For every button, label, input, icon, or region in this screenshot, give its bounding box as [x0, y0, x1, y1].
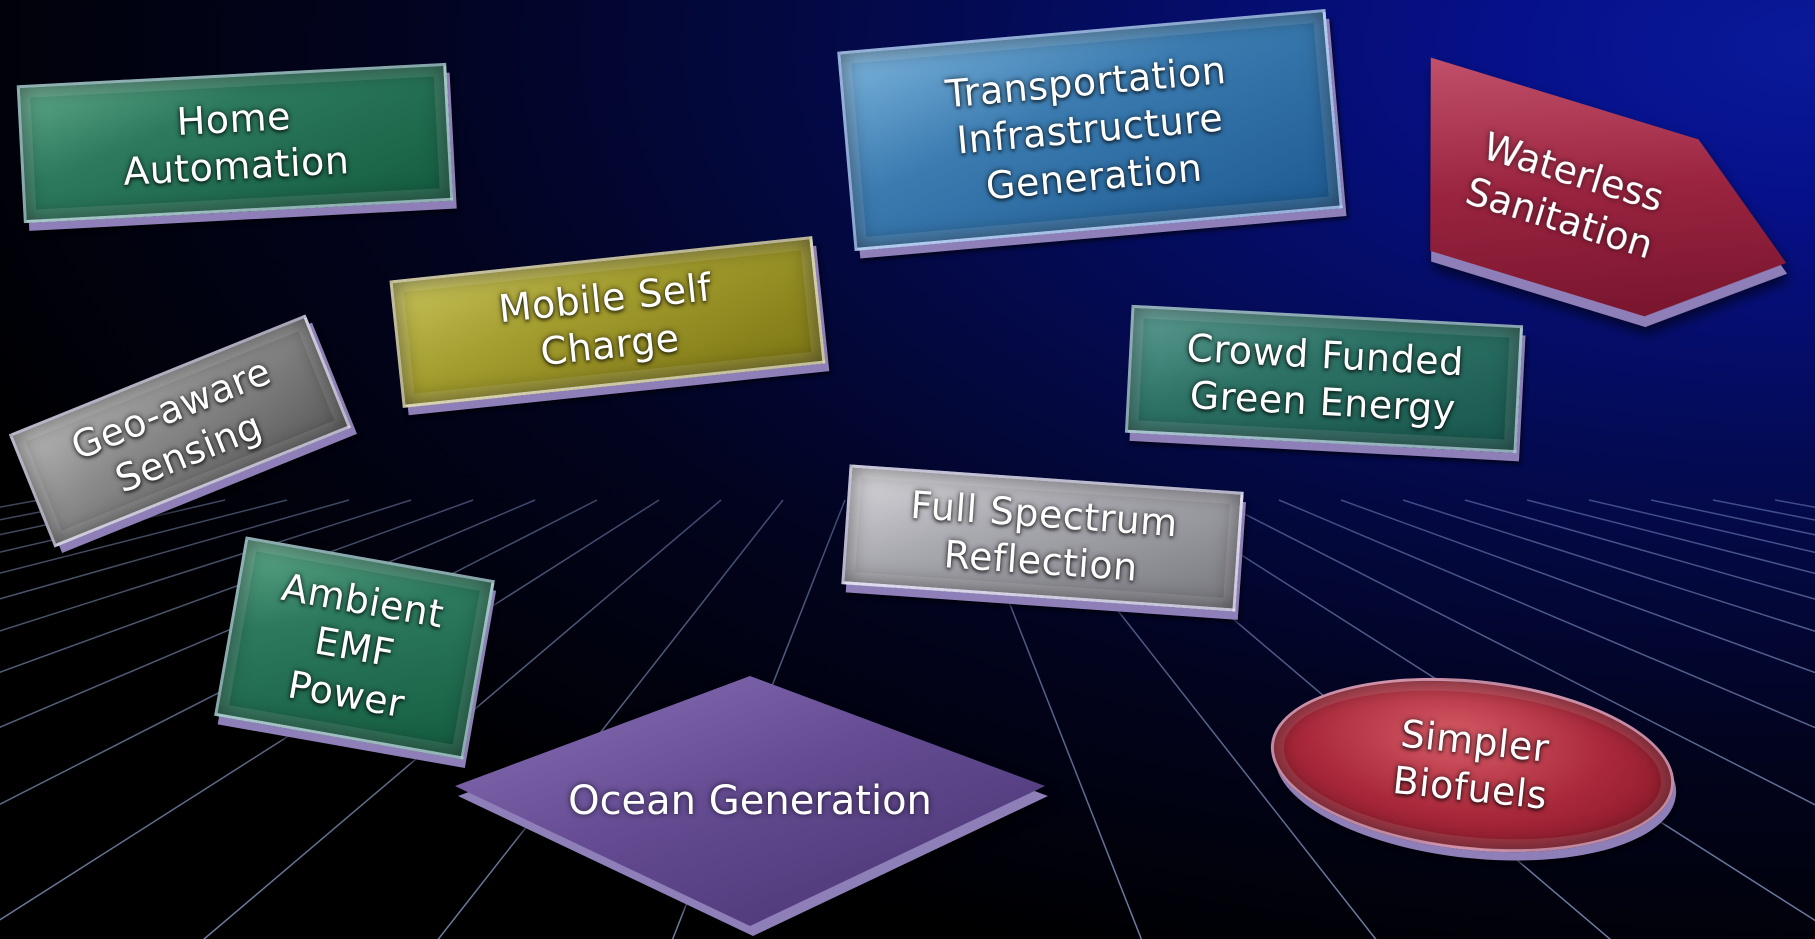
grid-converging-line: [1278, 499, 1815, 729]
grid-converging-line: [1216, 499, 1815, 806]
grid-converging-line: [1464, 499, 1815, 600]
grid-converging-line: [1712, 499, 1815, 521]
ocean-label-line-1: Ocean: [568, 778, 697, 824]
grid-converging-line: [1340, 499, 1815, 674]
ocean-generation-tile: Ocean Generation: [455, 676, 1045, 926]
grid-converging-line: [0, 499, 412, 632]
ocean-generation-wrapper: Ocean Generation: [455, 676, 1045, 926]
grid-converging-line: [0, 499, 350, 600]
grid-converging-line: [0, 499, 164, 536]
grid-converging-line: [0, 499, 226, 553]
grid-converging-line: [1650, 499, 1815, 536]
crowd-funded-green-energy-tile: Crowd Funded Green Energy: [1124, 304, 1524, 454]
grid-converging-line: [0, 499, 102, 521]
ocean-label-line-2: Generation: [708, 778, 932, 824]
grid-converging-line: [1588, 499, 1815, 554]
grid-converging-line: [1402, 499, 1815, 633]
grid-converging-line: [0, 499, 660, 921]
transportation-infrastructure-generation-tile: Transportation Infrastructure Generation: [837, 9, 1343, 251]
